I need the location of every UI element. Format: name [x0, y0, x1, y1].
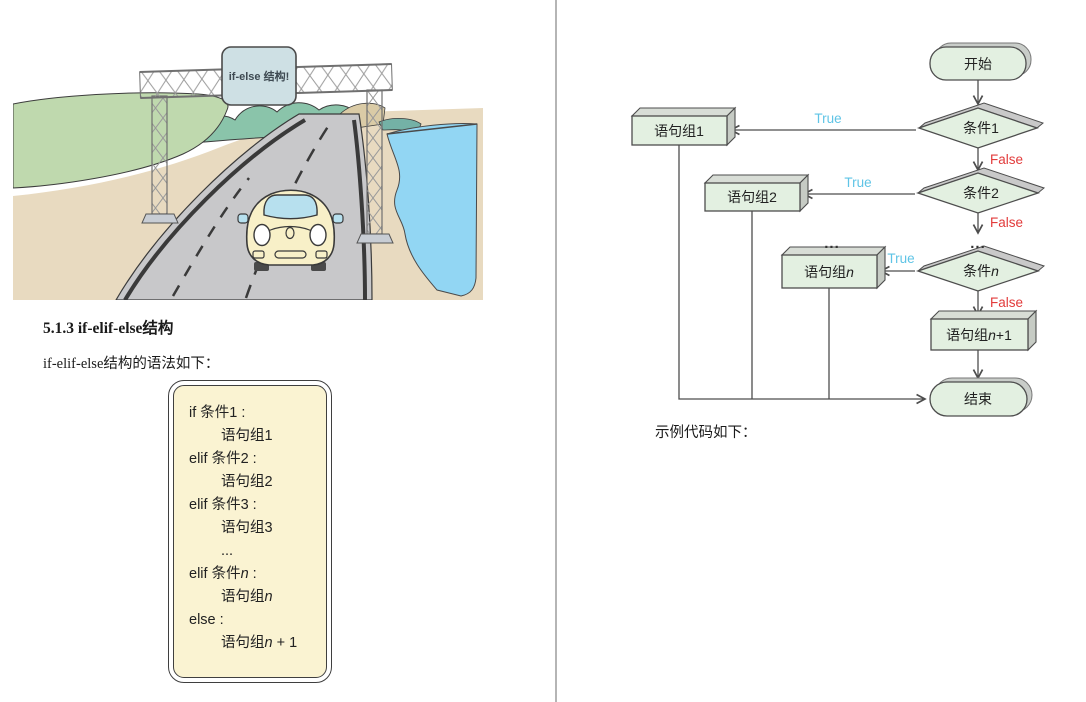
code-line: ... [221, 543, 234, 559]
false-label-2: False [990, 215, 1023, 230]
svg-text:语句组n: 语句组n [804, 264, 854, 280]
gantry-right-tower [366, 89, 383, 235]
code-line: 语句组n + 1 [221, 635, 298, 651]
code-line: 语句组n [221, 589, 273, 605]
car-grille [274, 250, 307, 259]
column-divider [555, 0, 557, 702]
car-emblem [285, 226, 295, 240]
code-box: if 条件1 : 语句组1 elif 条件2 : 语句组2 elif 条件3 :… [168, 380, 332, 683]
true-label-3: True [887, 251, 914, 266]
svg-text:开始: 开始 [964, 56, 992, 72]
true-label-1: True [814, 111, 841, 126]
svg-text:结束: 结束 [964, 391, 992, 407]
car-bumper-left [252, 250, 265, 259]
flow-node-stmtn1: 语句组n+1 [929, 309, 1038, 352]
code-line: elif 条件3 : [189, 497, 257, 513]
false-label-3: False [990, 295, 1023, 310]
code-box-inner: if 条件1 : 语句组1 elif 条件2 : 语句组2 elif 条件3 :… [173, 385, 327, 678]
gantry-left-base [141, 213, 179, 224]
gantry-left-tower [151, 95, 168, 215]
flow-node-cond1: 条件1 [916, 102, 1045, 149]
svg-text:条件2: 条件2 [963, 185, 999, 201]
merge-line-stmt1 [678, 145, 927, 405]
water [386, 123, 478, 297]
flow-node-stmt2: 语句组2 [703, 173, 810, 213]
svg-text:语句组n+1: 语句组n+1 [946, 327, 1012, 343]
sign-text: if-else 结构! [229, 69, 290, 83]
example-code-caption: 示例代码如下： [655, 425, 757, 441]
code-line: 语句组2 [221, 474, 273, 490]
if-elif-else-flowchart: 开始 条件1 语句组1 条件2 语句组2 条件n 语句组n [630, 42, 1046, 417]
flow-node-end: 结束 [929, 377, 1033, 417]
car-bumper-right [315, 250, 328, 259]
green-field [13, 92, 229, 189]
road-illustration: if-else 结构! [13, 46, 483, 300]
svg-text:条件1: 条件1 [963, 120, 999, 136]
section-heading: 5.1.3 if-elif-else结构 [43, 320, 174, 337]
car-mirror-left [237, 213, 249, 224]
code-line: 语句组1 [221, 428, 273, 444]
car [237, 189, 344, 271]
ellipsis-left: ... [824, 235, 840, 252]
false-label-1: False [990, 152, 1023, 167]
intro-text: if-elif-else结构的语法如下： [43, 356, 220, 372]
car-windshield [263, 194, 318, 220]
flow-node-condn: 条件n [915, 245, 1046, 292]
gantry: if-else 结构! [139, 46, 394, 244]
code-line: 语句组3 [221, 520, 273, 536]
code-line: if 条件1 : [189, 405, 246, 421]
true-label-2: True [844, 175, 871, 190]
svg-text:条件n: 条件n [963, 263, 999, 279]
lane-dashes-left [171, 177, 250, 297]
gantry-right-base [356, 233, 394, 244]
car-headlight-right [309, 223, 327, 247]
flow-node-stmt1: 语句组1 [630, 106, 737, 147]
flow-node-start: 开始 [929, 42, 1032, 81]
ellipsis-right: ... [970, 235, 986, 252]
code-line: elif 条件n : [189, 566, 257, 582]
svg-text:语句组2: 语句组2 [727, 189, 777, 205]
car-headlight-left [253, 223, 271, 247]
code-line: else : [189, 612, 224, 628]
flow-node-stmtn: 语句组n [780, 245, 887, 290]
car-mirror-right [332, 213, 344, 224]
svg-text:语句组1: 语句组1 [654, 123, 704, 139]
gantry-sign: if-else 结构! [221, 46, 297, 106]
flow-node-cond2: 条件2 [915, 167, 1046, 214]
code-line: elif 条件2 : [189, 451, 257, 467]
